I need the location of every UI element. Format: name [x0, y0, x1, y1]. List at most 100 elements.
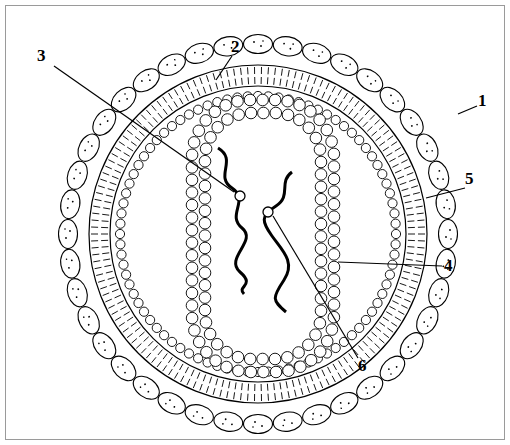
lipid-tail — [295, 71, 297, 78]
lipid-tail — [235, 382, 236, 389]
lipid-tail — [240, 68, 242, 75]
dot — [106, 120, 109, 123]
matrix-protein — [331, 115, 340, 124]
lipid-tail — [383, 317, 389, 321]
glycoprotein-ellipse — [425, 159, 452, 192]
frame — [6, 6, 505, 440]
lipid-tail — [301, 73, 303, 80]
lipid-tail — [286, 80, 287, 87]
dot — [88, 324, 90, 326]
lipid-tail — [248, 384, 250, 391]
dot — [411, 125, 414, 128]
lipid-tail — [402, 277, 409, 279]
capsid-protein — [294, 99, 306, 111]
matrix-protein — [119, 199, 128, 208]
capsid-protein — [200, 115, 212, 127]
lipid-tail — [206, 75, 208, 82]
lipid-tail — [367, 337, 372, 342]
lipid-tail — [326, 83, 329, 89]
capsid-protein — [305, 106, 317, 118]
capsid-protein — [199, 279, 211, 291]
capsid-protein — [220, 100, 232, 112]
dot — [349, 63, 351, 65]
lipid-tail — [295, 390, 297, 397]
dot — [312, 49, 314, 51]
capsid-protein — [328, 274, 340, 286]
dot — [312, 418, 314, 420]
lipid-tail — [391, 323, 397, 327]
capsid-protein — [294, 114, 306, 126]
lipid-tail — [391, 142, 397, 146]
matrix-protein — [378, 289, 387, 298]
matrix-protein — [129, 170, 138, 179]
capsid-protein — [328, 198, 340, 210]
lipid-tail — [280, 382, 281, 389]
dot — [75, 169, 77, 171]
lipid-tail — [247, 67, 249, 74]
lipid-tail — [103, 259, 110, 260]
lipid-tail — [148, 122, 153, 127]
dot — [348, 402, 350, 404]
lipid-tail — [254, 67, 255, 74]
lipid-tail — [240, 393, 242, 400]
lipid-tail — [405, 201, 412, 202]
capsid-protein — [326, 324, 338, 336]
lipid-tail — [234, 69, 235, 76]
dot — [122, 364, 125, 367]
lipid-tail — [174, 101, 178, 107]
lipid-tail — [112, 154, 118, 157]
lipid-tail — [152, 357, 156, 362]
capsid-protein — [186, 312, 198, 324]
lipid-tail — [316, 89, 319, 95]
lipid-tail — [93, 206, 100, 207]
capsid-protein — [199, 292, 211, 304]
dot — [79, 172, 81, 174]
matrix-protein — [117, 209, 126, 218]
dot — [71, 259, 73, 261]
capsid-protein — [315, 193, 327, 205]
glycoprotein-ellipse — [64, 159, 91, 192]
matrix-protein — [347, 128, 356, 137]
capsid-protein — [282, 352, 294, 364]
dot — [423, 321, 425, 323]
capsid-protein — [233, 109, 245, 121]
matrix-protein — [139, 152, 148, 161]
matrix-protein — [385, 189, 394, 198]
lipid-tail — [363, 122, 368, 127]
lipid-tail — [144, 337, 149, 342]
matrix-protein — [388, 199, 397, 208]
capsid-protein — [315, 268, 327, 280]
lipid-tail — [163, 97, 167, 103]
matrix-protein — [134, 160, 143, 169]
lipid-tail — [370, 115, 375, 120]
lipid-tail — [234, 392, 235, 399]
lipid-tail — [372, 131, 377, 136]
lipid-tail — [375, 344, 380, 349]
lipid-tail — [148, 341, 153, 346]
lipid-tail — [158, 350, 163, 355]
lipid-tail — [375, 120, 380, 125]
lipid-tail — [417, 247, 424, 249]
lipid-tail — [344, 105, 348, 111]
capsid-protein — [314, 317, 326, 329]
matrix-protein — [146, 315, 155, 324]
capsid-protein — [222, 114, 234, 126]
leader-line — [54, 66, 234, 192]
dot — [196, 411, 198, 413]
capsid-protein — [186, 212, 198, 224]
matrix-protein — [367, 152, 376, 161]
lipid-tail — [136, 344, 141, 349]
dot — [201, 417, 203, 419]
lipid-tail — [235, 79, 236, 86]
lipid-tail — [261, 77, 262, 84]
lipid-tail — [101, 227, 108, 228]
lipid-tail — [320, 80, 323, 87]
lipid-tail — [326, 379, 329, 385]
lipid-tail — [301, 388, 303, 395]
dot — [392, 102, 395, 105]
capsid-protein — [305, 354, 317, 366]
glycoprotein — [244, 35, 273, 54]
lipid-tail — [307, 75, 309, 82]
dot — [75, 296, 77, 298]
capsid-protein — [282, 95, 294, 107]
